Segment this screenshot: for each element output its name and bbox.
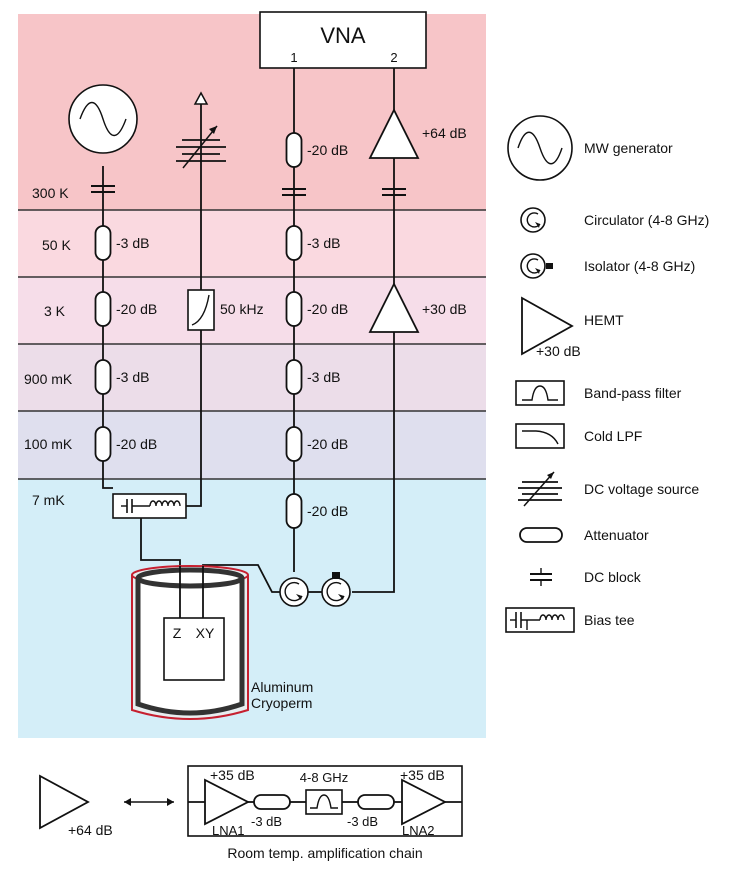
input-att-3k: -20 dB <box>307 301 348 317</box>
legend-circulator-icon <box>520 207 546 233</box>
legend-attenuator-icon <box>519 527 563 543</box>
legend-isolator: Isolator (4-8 GHz) <box>584 258 695 274</box>
equivalence-arrow-icon <box>124 798 174 806</box>
legend-cold-lpf: Cold LPF <box>584 428 642 444</box>
legend-band-pass-filter: Band-pass filter <box>584 385 682 401</box>
output-line-components: +64 dB +30 dB <box>368 107 467 333</box>
chain-band-pass-filter-icon <box>305 789 343 815</box>
vna-port-1: 1 <box>290 50 297 65</box>
dc-voltage-source-icon <box>176 91 226 169</box>
lna1-label: LNA1 <box>212 823 245 838</box>
drive-attenuators: -3 dB -20 dB -3 dB -20 dB <box>94 225 157 462</box>
flux-lpf-label: 50 kHz <box>220 301 264 317</box>
chain-amplifier-gain: +64 dB <box>68 822 113 838</box>
chain-att-1-label: -3 dB <box>251 814 282 829</box>
chain-attenuator-2 <box>357 794 395 810</box>
input-att-50k: -3 dB <box>307 235 340 251</box>
cold-lpf-icon <box>187 289 215 331</box>
chip-port-xy: XY <box>196 625 215 641</box>
legend-cold-lpf-icon <box>515 423 565 449</box>
stage-label-900mk: 900 mK <box>24 371 73 387</box>
band-50k <box>18 210 486 277</box>
input-att-room: -20 dB <box>307 142 348 158</box>
legend-mw-generator-icon <box>507 115 573 181</box>
chain-att-2-label: -3 dB <box>347 814 378 829</box>
drive-att-3k: -20 dB <box>116 301 157 317</box>
legend-band-pass-filter-icon <box>515 380 565 406</box>
legend-dc-voltage-source-icon <box>518 471 562 507</box>
hemt-amplifier-icon <box>368 281 420 333</box>
drive-att-100mk: -20 dB <box>116 436 157 452</box>
shield-aluminum-label: Aluminum <box>251 679 313 695</box>
stage-label-100mk: 100 mK <box>24 436 73 452</box>
chain-caption: Room temp. amplification chain <box>227 845 422 861</box>
stage-label-50k: 50 K <box>42 237 71 253</box>
legend-hemt-icon <box>521 296 574 356</box>
circulator-icon <box>279 577 309 607</box>
legend-dc-voltage-source: DC voltage source <box>584 481 699 497</box>
legend-circulator: Circulator (4-8 GHz) <box>584 212 709 228</box>
lna2-icon <box>401 778 447 826</box>
input-att-900mk: -3 dB <box>307 369 340 385</box>
band-900mk <box>18 344 486 411</box>
lna1-icon <box>204 778 250 826</box>
qubit-chip <box>163 617 225 681</box>
stage-label-3k: 3 K <box>44 303 66 319</box>
chain-amplifier-icon <box>39 774 90 830</box>
input-att-7mk: -20 dB <box>307 503 348 519</box>
legend-isolator-icon <box>520 253 553 279</box>
room-amplifier-icon <box>368 107 420 159</box>
isolator-icon <box>321 572 351 607</box>
lna1-gain: +35 dB <box>210 767 255 783</box>
stage-label-7mk: 7 mK <box>32 492 65 508</box>
shield-cryoperm-label: Cryoperm <box>251 695 312 711</box>
band-7mk <box>18 479 486 738</box>
drive-att-50k: -3 dB <box>116 235 149 251</box>
bias-tee-icon <box>112 493 187 519</box>
mw-generator-icon <box>68 84 138 154</box>
legend-mw-generator: MW generator <box>584 140 673 156</box>
legend-dc-block: DC block <box>584 569 642 585</box>
legend-bias-tee-icon <box>505 607 575 633</box>
chain-filter-label: 4-8 GHz <box>300 770 348 785</box>
drive-att-900mk: -3 dB <box>116 369 149 385</box>
input-att-100mk: -20 dB <box>307 436 348 452</box>
output-room-amp-gain: +64 dB <box>422 125 467 141</box>
legend-hemt: HEMT <box>584 312 624 328</box>
legend-dc-block-icon <box>530 568 552 586</box>
room-temp-chain: +64 dB +35 dB +35 dB 4-8 GHz -3 dB -3 dB… <box>39 765 463 861</box>
chain-attenuator-1 <box>253 794 291 810</box>
band-100mk <box>18 411 486 479</box>
lna2-gain: +35 dB <box>400 767 445 783</box>
stage-label-300k: 300 K <box>32 185 69 201</box>
chip-port-z: Z <box>173 625 182 641</box>
legend: MW generator Circulator (4-8 GHz) Isolat… <box>505 115 709 633</box>
input-line-components: -20 dB -3 dB -20 dB -3 dB -20 dB -20 dB <box>281 132 348 529</box>
legend-hemt-gain: +30 dB <box>536 343 581 359</box>
output-hemt-gain: +30 dB <box>422 301 467 317</box>
vna-port-2: 2 <box>390 50 397 65</box>
legend-bias-tee: Bias tee <box>584 612 635 628</box>
vna-label: VNA <box>320 23 366 48</box>
vna: VNA 1 2 <box>259 11 427 69</box>
lna2-label: LNA2 <box>402 823 435 838</box>
legend-attenuator: Attenuator <box>584 527 649 543</box>
